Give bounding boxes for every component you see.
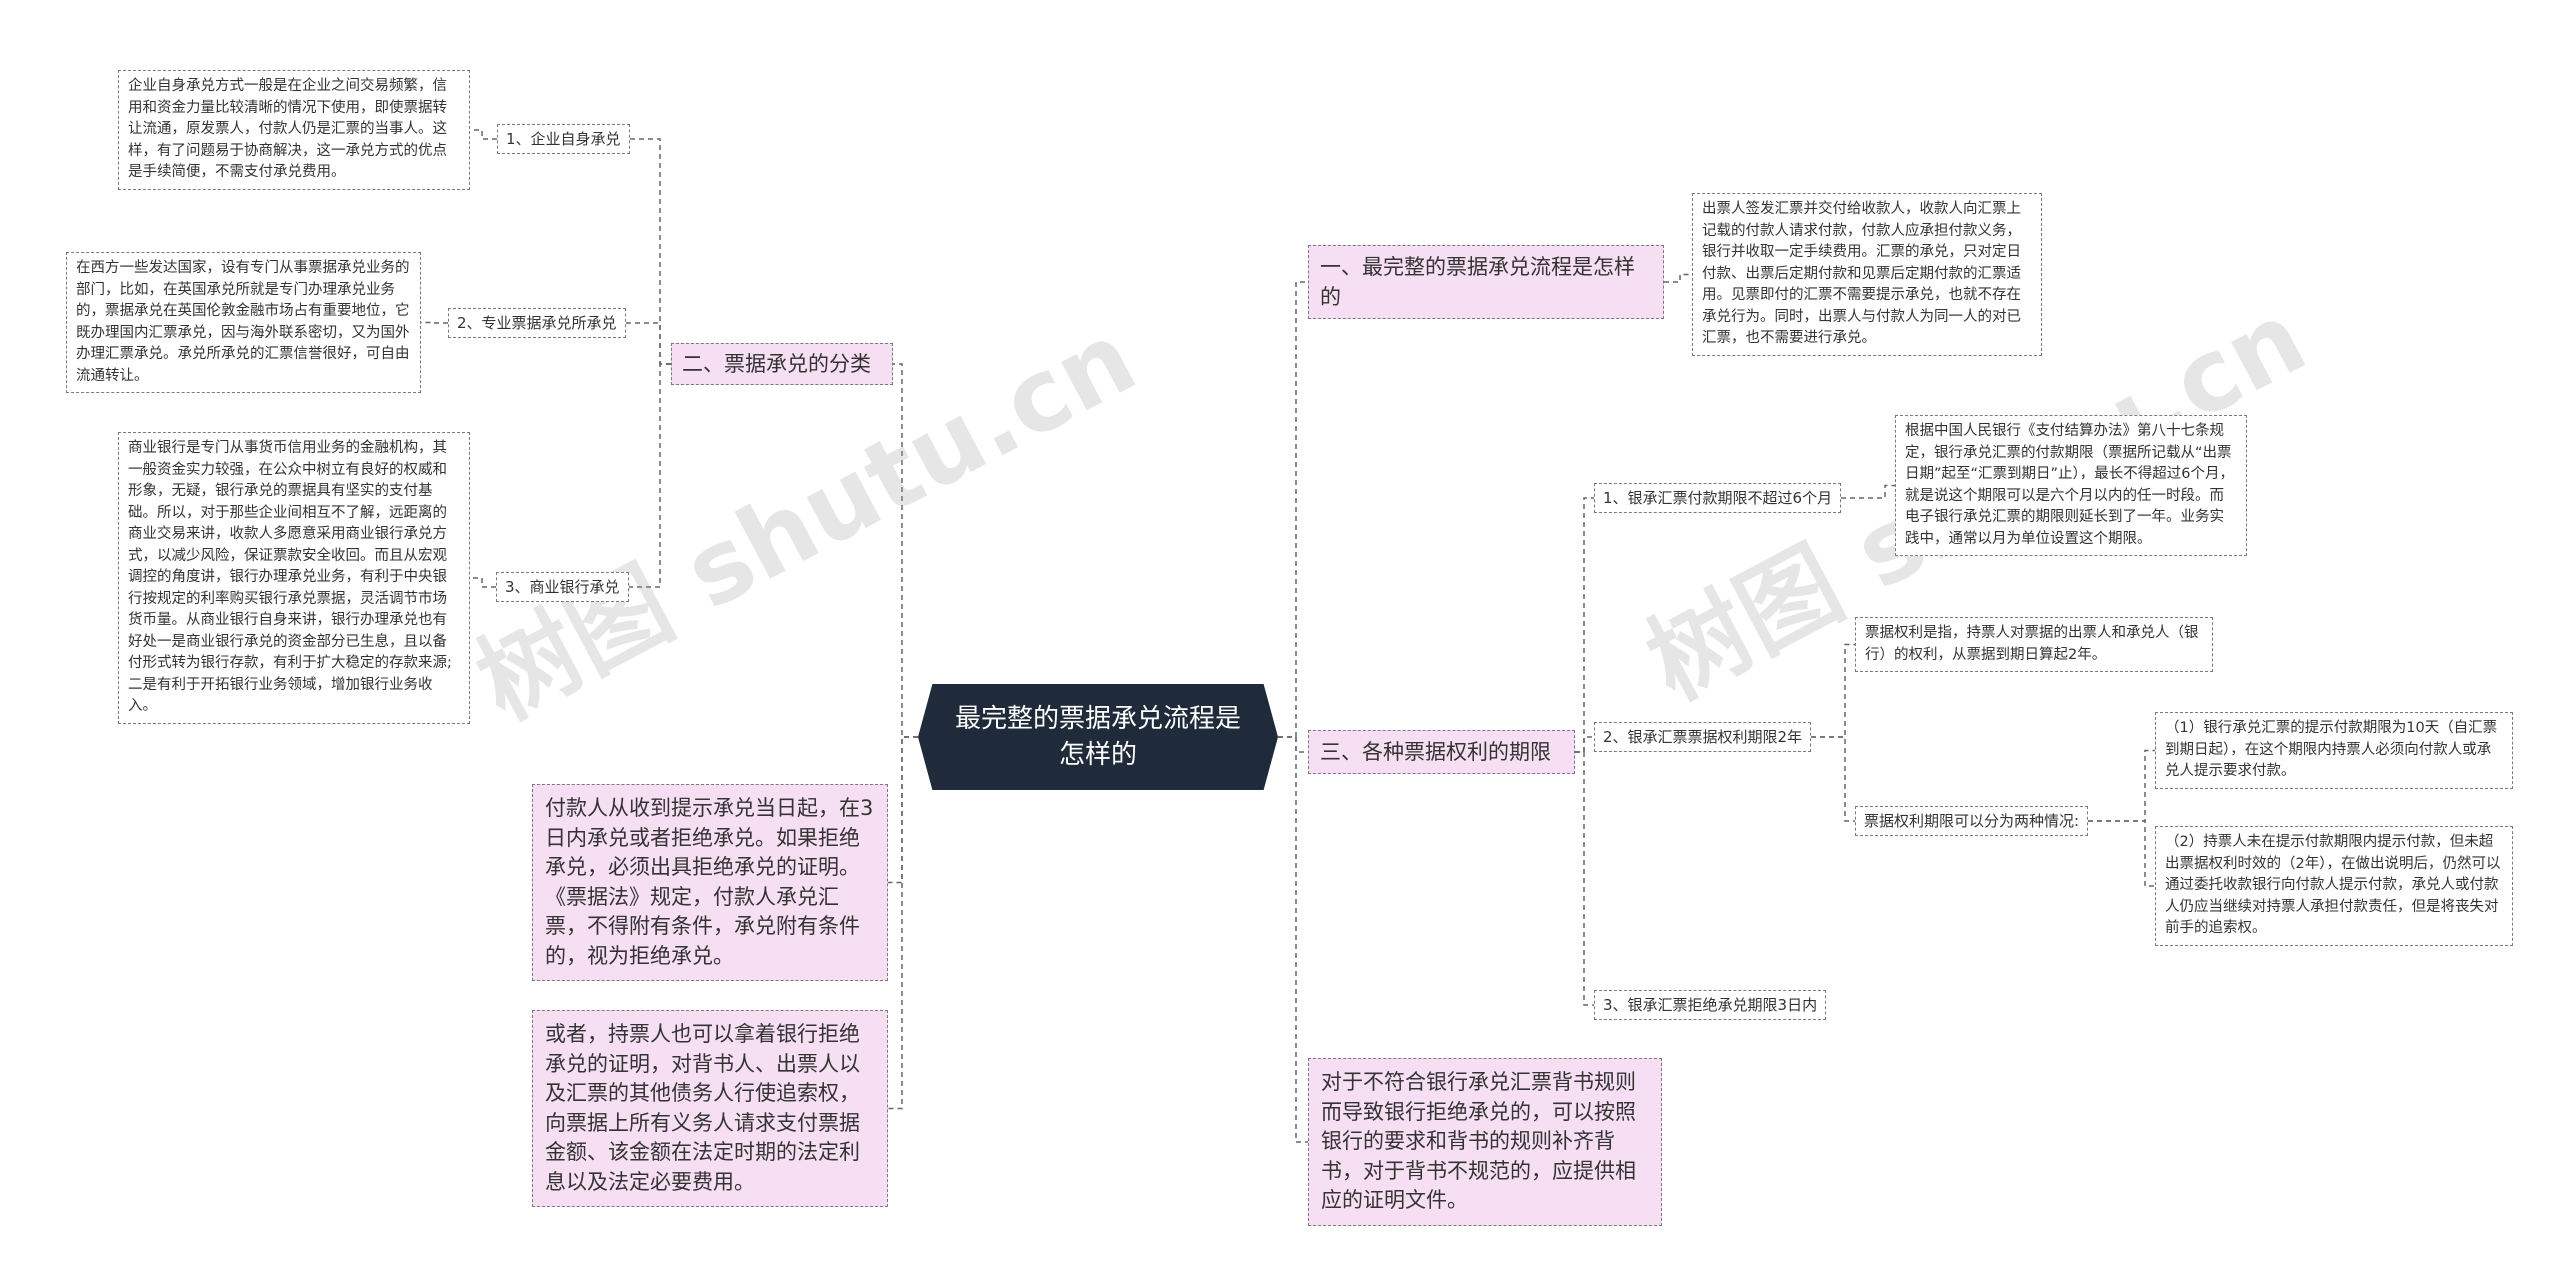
root-topic[interactable]: 最完整的票据承兑流程是怎样的 [918, 684, 1278, 790]
connector-note-rights-definition [1811, 643, 1855, 738]
connector-sub-two-cases [1811, 736, 1855, 822]
note-case-2[interactable]: （2）持票人未在提示付款期限内提示付款，但未超出票据权利时效的（2年），在做出说… [2155, 826, 2513, 946]
connector-branch-endorsement [1278, 736, 1308, 1143]
branch-recourse[interactable]: 或者，持票人也可以拿着银行拒绝承兑的证明，对背书人、出票人以及汇票的其他债务人行… [532, 1010, 888, 1207]
connector-branch-rights-periods [1278, 736, 1308, 753]
note-case-1[interactable]: （1）银行承兑汇票的提示付款期限为10天（自汇票到期日起），在这个期限内持票人必… [2155, 712, 2513, 789]
connector-sub-enterprise-acceptance [630, 138, 671, 365]
branch-classification[interactable]: 二、票据承兑的分类 [671, 343, 893, 385]
connector-note-acceptance-process [1664, 273, 1692, 283]
connector-sub-rights-period [1575, 736, 1594, 753]
connector-branch-classification [893, 363, 918, 738]
sub-payment-period[interactable]: 1、银承汇票付款期限不超过6个月 [1594, 483, 1842, 513]
connector-branch-recourse [888, 736, 918, 1110]
root-topic-text: 最完整的票据承兑流程是怎样的 [954, 704, 1241, 770]
note-professional-acceptance[interactable]: 在西方一些发达国家，设有专门从事票据承兑业务的部门，比如，在英国承兑所就是专门办… [66, 252, 421, 393]
connector-note-enterprise-acceptance [470, 129, 497, 140]
sub-bank-acceptance[interactable]: 3、商业银行承兑 [496, 572, 629, 602]
note-acceptance-process[interactable]: 出票人签发汇票并交付给收款人，收款人向汇票上记载的付款人请求付款，付款人应承担付… [1692, 193, 2042, 356]
branch-rights-periods[interactable]: 三、各种票据权利的期限 [1308, 730, 1575, 774]
branch-endorsement[interactable]: 对于不符合银行承兑汇票背书规则而导致银行拒绝承兑的，可以按照银行的要求和背书的规… [1308, 1058, 1662, 1226]
sub-two-cases[interactable]: 票据权利期限可以分为两种情况: [1855, 806, 2089, 836]
connector-note-case-2 [2088, 820, 2155, 887]
connector-sub-refusal-period [1575, 751, 1594, 1006]
note-enterprise-acceptance[interactable]: 企业自身承兑方式一般是在企业之间交易频繁，信用和资金力量比较清晰的情况下使用，即… [118, 70, 470, 190]
connector-sub-payment-period [1575, 497, 1594, 753]
note-payment-period[interactable]: 根据中国人民银行《支付结算办法》第八十七条规定，银行承兑汇票的付款期限（票据所记… [1895, 415, 2247, 556]
connector-note-bank-acceptance [470, 577, 496, 588]
connector-note-professional-acceptance [421, 321, 448, 324]
sub-refusal-period[interactable]: 3、银承汇票拒绝承兑期限3日内 [1594, 990, 1827, 1020]
sub-enterprise-acceptance[interactable]: 1、企业自身承兑 [497, 124, 630, 154]
branch-acceptance-deadline[interactable]: 付款人从收到提示承兑当日起，在3日内承兑或者拒绝承兑。如果拒绝承兑，必须出具拒绝… [532, 784, 888, 981]
connector-sub-bank-acceptance [629, 363, 671, 588]
connector-sub-professional-acceptance [626, 322, 671, 365]
connector-note-case-1 [2088, 749, 2155, 822]
note-rights-definition[interactable]: 票据权利是指，持票人对票据的出票人和承兑人（银行）的权利，从票据到期日算起2年。 [1855, 617, 2213, 672]
sub-rights-period[interactable]: 2、银承汇票票据权利期限2年 [1594, 722, 1812, 752]
connector-note-payment-period [1841, 484, 1895, 499]
note-bank-acceptance[interactable]: 商业银行是专门从事货币信用业务的金融机构，其一般资金实力较强，在公众中树立有良好… [118, 432, 470, 724]
branch-acceptance-process[interactable]: 一、最完整的票据承兑流程是怎样的 [1308, 245, 1664, 319]
connector-branch-acceptance-deadline [888, 736, 918, 884]
sub-professional-acceptance[interactable]: 2、专业票据承兑所承兑 [448, 308, 626, 338]
connector-branch-acceptance-process [1278, 281, 1308, 738]
